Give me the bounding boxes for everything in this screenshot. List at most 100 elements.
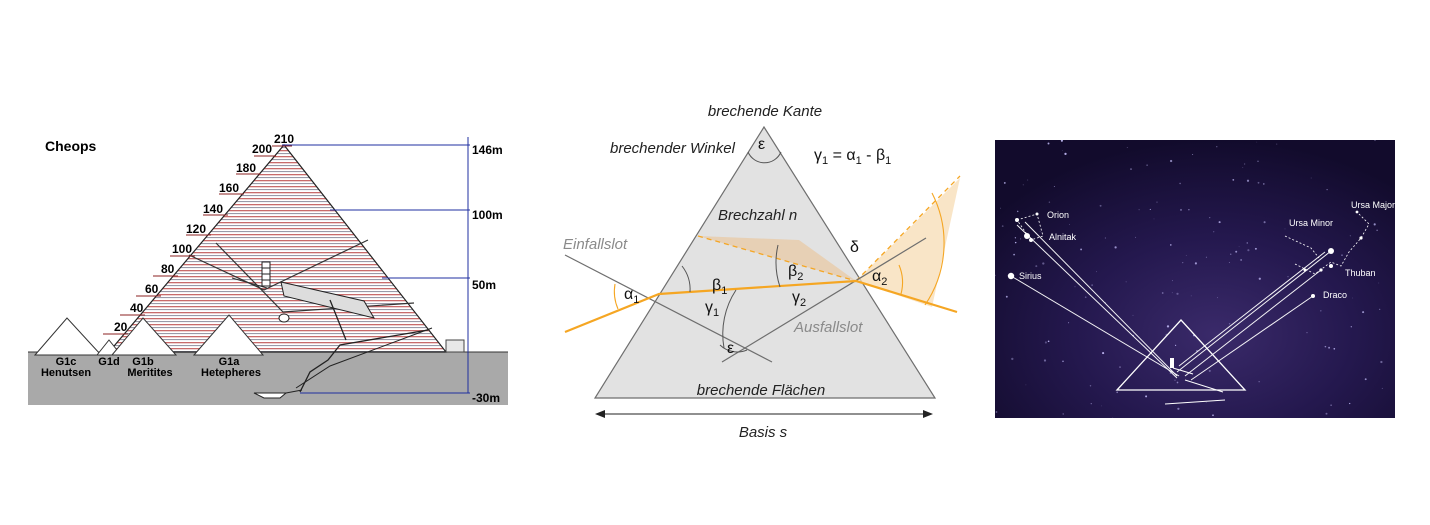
g1c-name: Henutsen — [41, 367, 91, 379]
height-tick-60: 60 — [145, 282, 159, 296]
background-star — [1104, 237, 1106, 239]
pyramid-outline — [1115, 319, 1247, 391]
background-star — [1194, 262, 1197, 265]
background-star — [1176, 381, 1179, 384]
star-alignment-image: Orion Alnitak Sirius Ursa Minor Ursa Maj… — [995, 140, 1395, 418]
label-einfallslot: Einfallslot — [563, 236, 628, 253]
formula-gamma1: γ1 = α1 - β1 — [814, 147, 891, 167]
star-label-alnitak: Alnitak — [1049, 232, 1077, 242]
background-star — [1240, 259, 1242, 261]
background-star — [1324, 345, 1327, 348]
background-star — [1254, 247, 1257, 250]
beta1-label: β1 — [712, 277, 727, 297]
background-star — [1263, 183, 1265, 185]
background-star — [1171, 280, 1173, 282]
background-star — [1090, 403, 1092, 405]
background-star — [1014, 237, 1017, 239]
background-star — [1208, 369, 1211, 372]
background-star — [1325, 412, 1328, 415]
background-star — [1310, 177, 1312, 179]
background-star — [1101, 405, 1103, 407]
background-star — [1096, 271, 1097, 273]
background-star — [1379, 308, 1381, 310]
background-star — [1320, 310, 1322, 312]
background-star — [1185, 254, 1187, 256]
background-star — [1287, 276, 1289, 278]
background-star — [1284, 228, 1286, 230]
background-star — [1119, 366, 1121, 368]
gamma1-label: γ1 — [705, 299, 719, 319]
background-star — [1146, 164, 1148, 166]
g1b-code: G1b — [132, 356, 154, 368]
meter-label-100: 100m — [472, 208, 503, 222]
background-star — [1179, 182, 1181, 185]
background-star — [1175, 344, 1177, 346]
pyramid-g1b — [110, 317, 178, 356]
background-star — [1328, 346, 1331, 349]
background-star — [1205, 256, 1207, 258]
background-star — [1333, 347, 1336, 350]
background-star — [1027, 179, 1029, 181]
prism-body — [593, 125, 937, 399]
background-star — [1114, 246, 1117, 249]
background-star — [1378, 282, 1380, 284]
background-star — [1039, 230, 1041, 232]
height-tick-160: 160 — [219, 181, 239, 195]
pyramid-section-svg: Cheops 210 200 180 160 140 120 100 80 60… — [28, 132, 508, 405]
label-brechende-flaechen: brechende Flächen — [697, 382, 825, 399]
background-star — [1005, 295, 1008, 298]
epsilon-top: ε — [758, 136, 765, 153]
background-star — [1373, 223, 1376, 226]
background-star — [1217, 297, 1219, 299]
background-star — [1330, 404, 1332, 406]
background-star — [1145, 395, 1148, 398]
height-tick-40: 40 — [130, 301, 144, 315]
background-star — [995, 411, 998, 413]
star-label-sirius: Sirius — [1019, 271, 1042, 281]
height-tick-200: 200 — [252, 142, 272, 156]
height-tick-140: 140 — [203, 202, 223, 216]
background-star — [1306, 332, 1308, 334]
star-label-ursa-minor: Ursa Minor — [1289, 218, 1333, 228]
background-star — [1192, 153, 1194, 156]
beta2-label: β2 — [788, 263, 803, 283]
background-star — [1349, 235, 1351, 237]
background-star — [1138, 209, 1140, 211]
background-star — [1035, 265, 1038, 268]
background-star — [1091, 284, 1093, 286]
background-star — [1169, 159, 1173, 163]
prism-svg: brechende Kante brechender Winkel ε γ1 =… — [563, 103, 961, 441]
background-star — [1161, 292, 1164, 294]
alpha1-label: α1 — [624, 286, 639, 306]
pyramid-cross-section: Cheops 210 200 180 160 140 120 100 80 60… — [0, 0, 520, 520]
g1c-code: G1c — [56, 356, 77, 368]
background-star — [1190, 295, 1192, 297]
delta-symbol: δ — [850, 239, 859, 256]
background-star — [1016, 210, 1019, 213]
background-star — [1132, 314, 1134, 316]
label-ausfallslot: Ausfallslot — [793, 319, 863, 336]
background-star — [1263, 221, 1266, 224]
background-star — [1069, 224, 1070, 225]
background-star — [1258, 277, 1261, 280]
background-star — [1212, 414, 1214, 417]
star-map-svg: Orion Alnitak Sirius Ursa Minor Ursa Maj… — [995, 140, 1395, 418]
pyramid-g1c — [33, 317, 103, 356]
background-star — [1362, 311, 1365, 314]
alpha2-label: α2 — [872, 268, 887, 288]
background-star — [1350, 326, 1352, 328]
background-star — [999, 207, 1001, 209]
background-star — [1013, 253, 1016, 256]
background-star — [1238, 246, 1240, 248]
background-star — [1116, 391, 1119, 394]
background-star — [1060, 140, 1063, 142]
height-tick-210: 210 — [274, 132, 294, 146]
star-label-ursa-major: Ursa Major — [1351, 200, 1395, 210]
background-star — [1182, 261, 1184, 264]
height-tick-120: 120 — [186, 222, 206, 236]
star-label-thuban: Thuban — [1345, 268, 1376, 278]
background-star — [1042, 262, 1045, 265]
background-star — [1257, 181, 1260, 184]
background-star — [1156, 201, 1158, 203]
background-star — [1258, 381, 1260, 383]
